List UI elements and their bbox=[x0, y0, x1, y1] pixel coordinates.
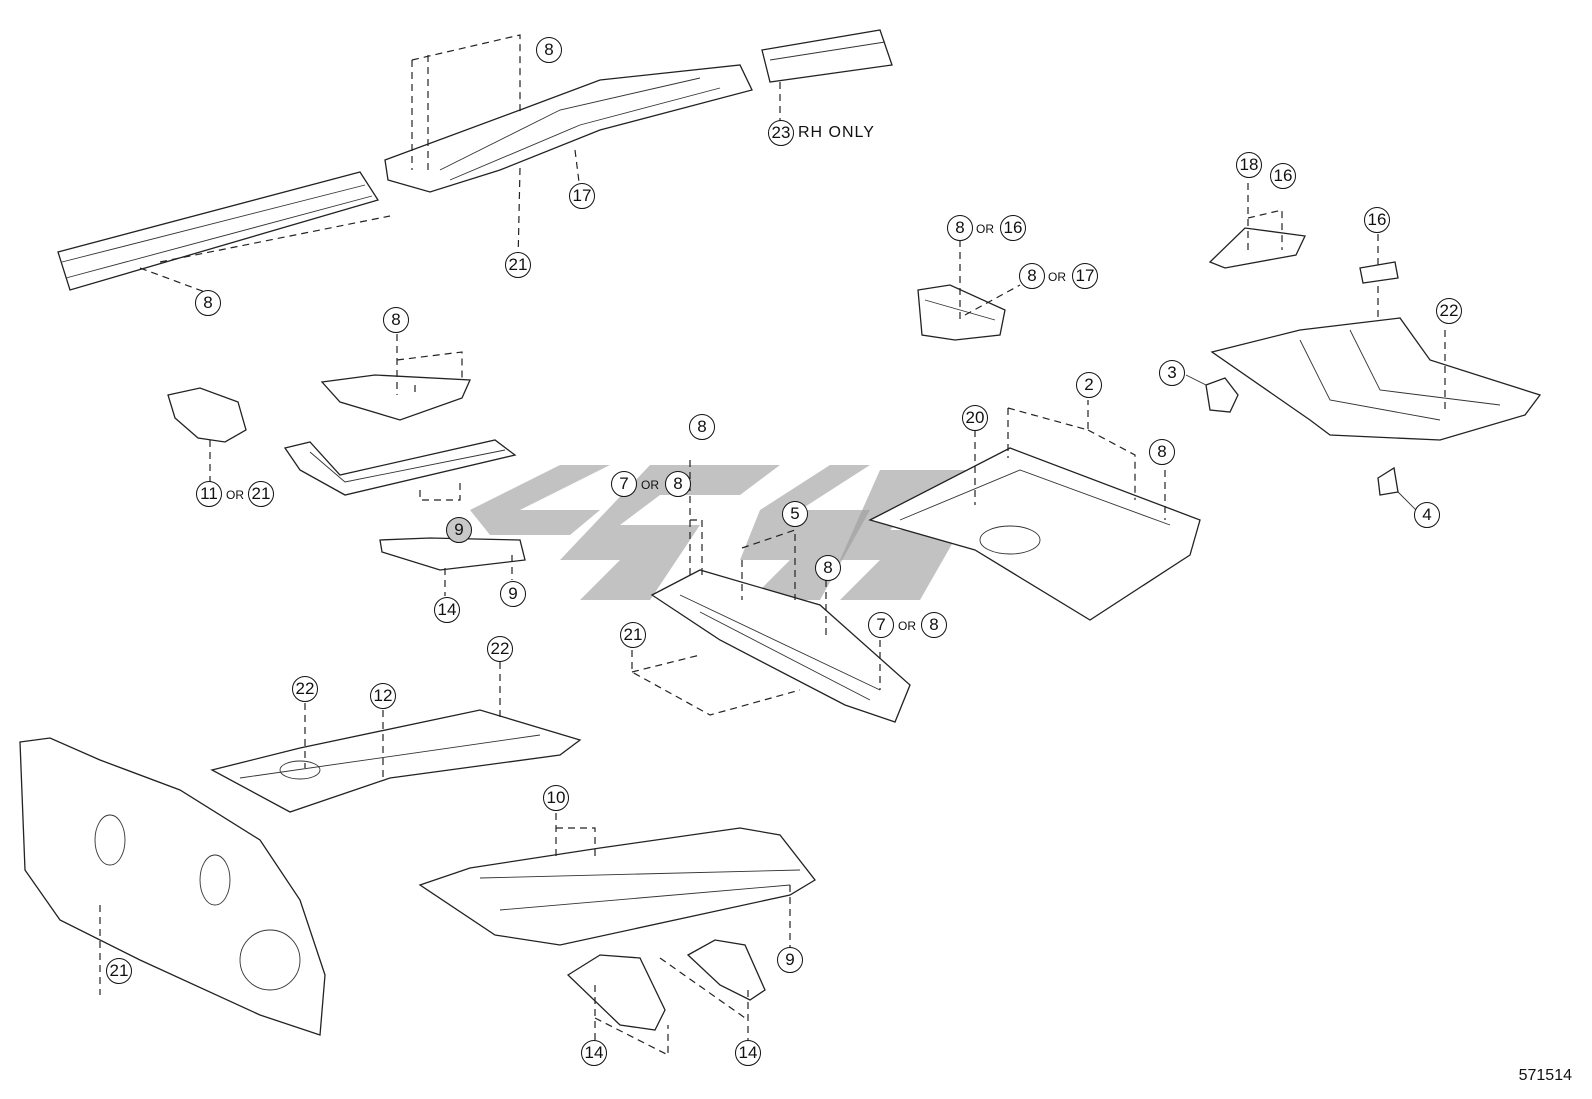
rh-only-bracket bbox=[761, 29, 893, 122]
rocker-reinforce-upper bbox=[320, 334, 471, 421]
small-clip-16 bbox=[1359, 234, 1399, 284]
or-label-4: OR bbox=[641, 478, 659, 492]
callout-22-mid: 22 bbox=[487, 636, 513, 662]
front-floor-panel bbox=[210, 662, 582, 813]
callout-12: 12 bbox=[370, 683, 396, 709]
callout-9-shaded: 9 bbox=[446, 517, 472, 543]
callout-16-c: 16 bbox=[1364, 207, 1390, 233]
rocker-reinforce-lower bbox=[379, 537, 526, 596]
callout-16-a: 16 bbox=[1270, 163, 1296, 189]
callout-21-or11: 21 bbox=[248, 481, 274, 507]
callout-16-b: 16 bbox=[1000, 215, 1026, 241]
callout-8-or16: 8 bbox=[947, 215, 973, 241]
floor-center-member-top bbox=[384, 34, 753, 263]
or-label-3: OR bbox=[226, 488, 244, 502]
callout-17: 17 bbox=[569, 183, 595, 209]
bracket-8-or-16 bbox=[917, 240, 1021, 341]
bracket-18-16 bbox=[1208, 183, 1306, 269]
callout-8-right: 8 bbox=[1149, 439, 1175, 465]
callout-8-7a: 8 bbox=[665, 471, 691, 497]
lower-bracket-14-left bbox=[566, 954, 669, 1056]
dash-panel bbox=[19, 737, 326, 1036]
callout-10: 10 bbox=[543, 785, 569, 811]
center-side-member bbox=[631, 460, 911, 723]
callout-9-bottom: 9 bbox=[777, 947, 803, 973]
callout-5: 5 bbox=[782, 501, 808, 527]
callout-2: 2 bbox=[1076, 372, 1102, 398]
callout-11: 11 bbox=[196, 481, 222, 507]
callout-8-top: 8 bbox=[536, 37, 562, 63]
callout-3: 3 bbox=[1159, 360, 1185, 386]
callout-8-mid: 8 bbox=[383, 307, 409, 333]
callout-8-center: 8 bbox=[689, 414, 715, 440]
callout-7-b: 7 bbox=[868, 612, 894, 638]
center-floor-panel bbox=[868, 400, 1201, 621]
callout-20: 20 bbox=[962, 405, 988, 431]
callout-14-bottom-right: 14 bbox=[735, 1040, 761, 1066]
or-label-5: OR bbox=[898, 619, 916, 633]
floor-side-rail-left bbox=[57, 171, 391, 293]
rh-only-label: RH ONLY bbox=[798, 124, 875, 141]
callout-14-mid: 14 bbox=[434, 597, 460, 623]
front-floor-lower bbox=[418, 813, 816, 948]
bracket-3 bbox=[1185, 374, 1239, 413]
callout-21-bottom: 21 bbox=[106, 958, 132, 984]
bracket-11-or-21 bbox=[167, 387, 247, 482]
callout-21-center: 21 bbox=[620, 622, 646, 648]
callout-21-top: 21 bbox=[505, 252, 531, 278]
callout-18: 18 bbox=[1236, 152, 1262, 178]
rear-floor-pan bbox=[1210, 286, 1542, 441]
callout-4: 4 bbox=[1414, 502, 1440, 528]
callout-7-a: 7 bbox=[611, 471, 637, 497]
lower-bracket-14-right bbox=[659, 939, 766, 1040]
callout-8-left: 8 bbox=[195, 290, 221, 316]
callout-22-left: 22 bbox=[292, 676, 318, 702]
callout-8-center2: 8 bbox=[815, 555, 841, 581]
callout-8-7b: 8 bbox=[921, 612, 947, 638]
callout-23: 23 bbox=[768, 120, 794, 146]
rocker-reinforce-mid bbox=[283, 439, 517, 501]
or-label-1: OR bbox=[976, 222, 994, 236]
callout-9-mid: 9 bbox=[500, 581, 526, 607]
callout-14-bottom-left: 14 bbox=[581, 1040, 607, 1066]
callout-22-right: 22 bbox=[1436, 298, 1462, 324]
callout-17-b: 17 bbox=[1072, 263, 1098, 289]
callout-8-or17: 8 bbox=[1019, 263, 1045, 289]
or-label-2: OR bbox=[1048, 270, 1066, 284]
bracket-4 bbox=[1377, 466, 1419, 513]
diagram-id: 571514 bbox=[1518, 1067, 1572, 1084]
